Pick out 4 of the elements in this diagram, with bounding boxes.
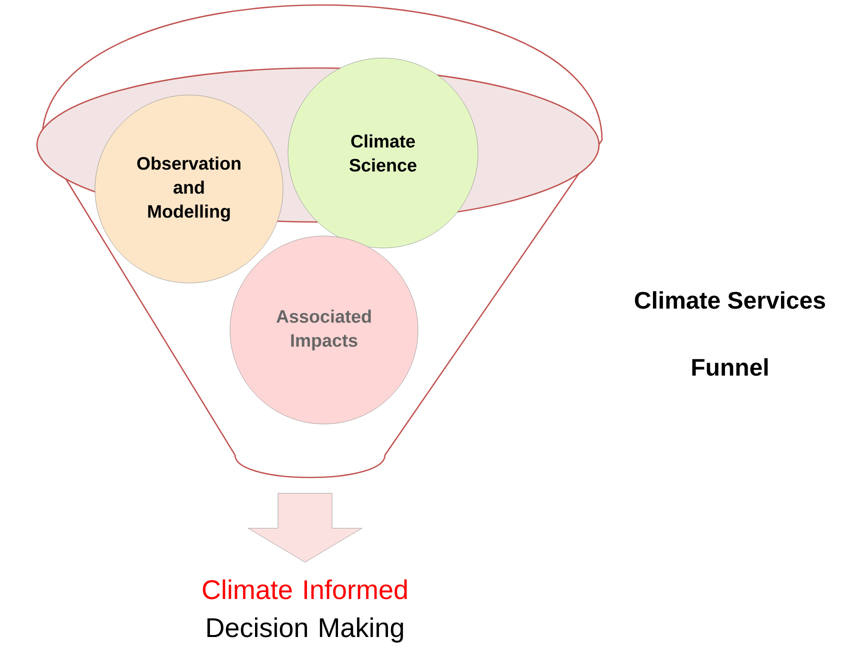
title-text: Climate Services — [634, 291, 826, 309]
block-arrow — [248, 493, 362, 562]
outcome-text: Climate Informed Decision Making — [202, 579, 407, 643]
title-text: Funnel — [692, 358, 768, 376]
